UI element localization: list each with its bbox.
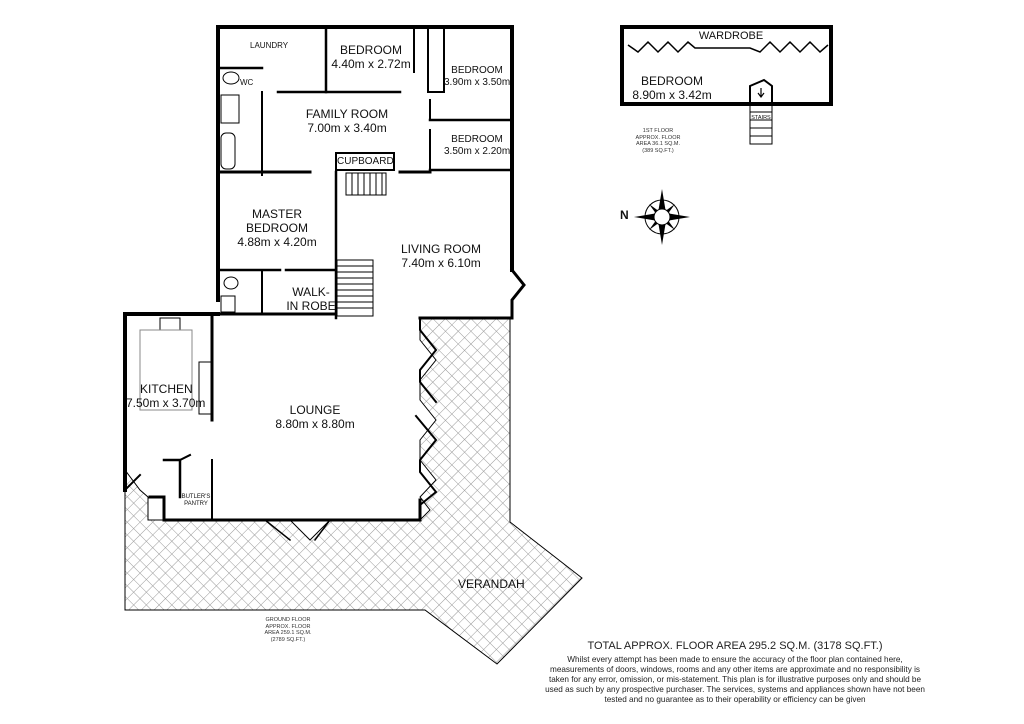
ground-floor-area-note: GROUND FLOOR APPROX. FLOOR AREA 259.1 SQ…: [264, 617, 312, 643]
room-label-kitchen: KITCHEN 7.50m x 3.70m: [126, 382, 206, 410]
room-label-bedroom-3: BEDROOM 3.50m x 2.20m: [444, 134, 511, 157]
room-label-wc: WC: [240, 78, 254, 87]
room-label-verandah: VERANDAH: [458, 577, 525, 591]
first-floor-walls: [620, 25, 833, 145]
kitchen-sink-icon: [198, 361, 212, 415]
room-label-bedroom-upper: BEDROOM 8.90m x 3.42m: [632, 74, 712, 102]
room-label-lounge: LOUNGE 8.80m x 8.80m: [275, 403, 355, 431]
first-floor-area-note: 1ST FLOOR APPROX. FLOOR AREA 36.1 SQ.M. …: [635, 128, 681, 154]
fixtures: [139, 71, 240, 415]
verandah-area: [124, 317, 583, 665]
staircase-ground: [336, 172, 387, 317]
ground-floor-walls: [123, 25, 526, 542]
toilet-icon: [222, 71, 240, 85]
room-label-family-room: FAMILY ROOM 7.00m x 3.40m: [305, 107, 389, 135]
toilet-icon-ensuite: [223, 276, 239, 290]
bathtub-icon: [220, 132, 236, 170]
room-label-walk-in-robe: WALK- IN ROBE: [286, 285, 336, 313]
compass-north-label: N: [620, 208, 629, 222]
room-label-stairs: STAIRS: [751, 115, 771, 121]
footer-notes: TOTAL APPROX. FLOOR AREA 295.2 SQ.M. (31…: [540, 640, 930, 705]
room-label-laundry: LAUNDRY: [250, 41, 289, 50]
cooktop-icon: [159, 317, 181, 331]
room-label-master-bedroom: MASTER BEDROOM 4.88m x 4.20m: [237, 207, 317, 249]
room-label-bedroom-2: BEDROOM 3.90m x 3.50m: [444, 65, 511, 88]
total-floor-area: TOTAL APPROX. FLOOR AREA 295.2 SQ.M. (31…: [587, 640, 883, 652]
room-label-wardrobe: WARDROBE: [698, 30, 764, 42]
room-label-bedroom-1: BEDROOM 4.40m x 2.72m: [331, 43, 411, 71]
room-label-living-room: LIVING ROOM 7.40m x 6.10m: [400, 242, 481, 270]
room-label-butlers-pantry: BUTLER'S PANTRY: [181, 494, 211, 507]
compass-rose-icon: [634, 189, 690, 245]
disclaimer-text: Whilst every attempt has been made to en…: [545, 655, 925, 704]
room-label-cupboard: CUPBOARD: [337, 156, 394, 167]
